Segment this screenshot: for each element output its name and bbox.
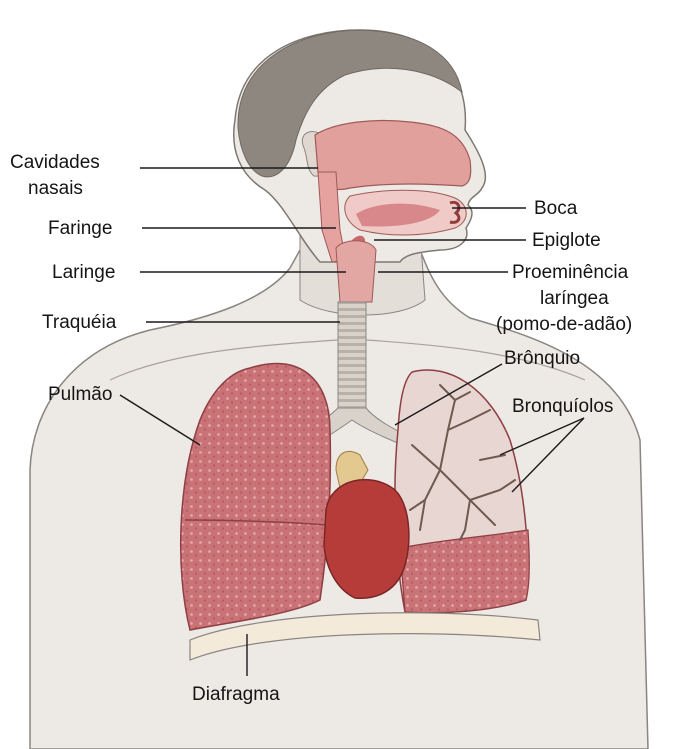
label-traqueia: Traquéia xyxy=(42,312,117,333)
label-cavidades-nasais-line1: Cavidades xyxy=(10,152,100,173)
label-diafragma: Diafragma xyxy=(192,684,280,705)
label-bronquiolos: Bronquíolos xyxy=(512,396,613,417)
label-faringe: Faringe xyxy=(48,218,112,239)
label-laringe: Laringe xyxy=(52,262,115,283)
trachea xyxy=(338,302,366,410)
label-proeminencia-line1: Proeminência xyxy=(512,262,629,283)
nasal-cavity xyxy=(315,121,471,190)
label-epiglote: Epiglote xyxy=(532,230,601,251)
label-bronquio: Brônquio xyxy=(504,348,580,369)
heart xyxy=(324,480,409,599)
label-pulmao: Pulmão xyxy=(48,384,112,405)
label-boca: Boca xyxy=(534,198,578,219)
label-cavidades-nasais-line2: nasais xyxy=(28,178,83,199)
label-proeminencia-line3: (pomo-de-adão) xyxy=(496,314,632,335)
label-proeminencia-line2: laríngea xyxy=(540,288,609,309)
